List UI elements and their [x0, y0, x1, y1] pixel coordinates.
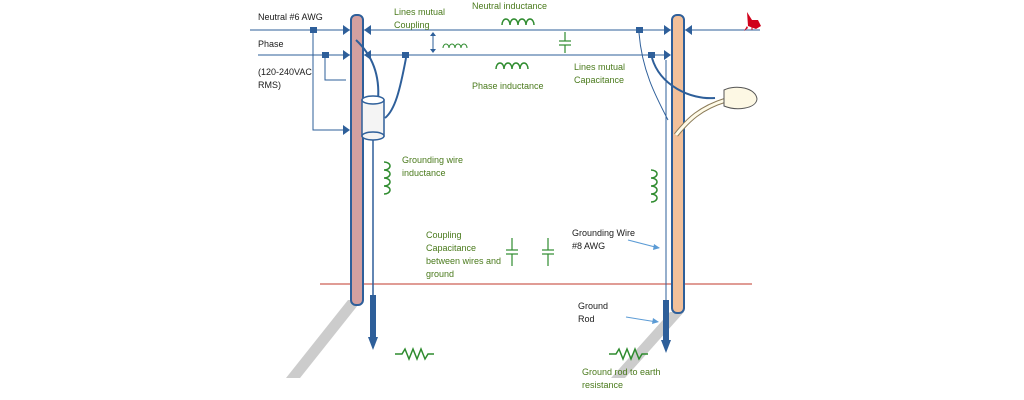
transformer-feed-wire [384, 57, 407, 119]
right-pole [671, 14, 685, 314]
left-ground-resistor [395, 346, 434, 362]
phase-wire-label: Phase [258, 39, 284, 49]
neutral-inductor [501, 18, 535, 26]
lines-mutual-capacitance-label: Lines mutual Capacitance [574, 62, 626, 85]
neutral-inductance-label: Neutral inductance [472, 1, 548, 11]
left-pole-shadow [286, 300, 362, 378]
right-ground-rod-tip [661, 340, 671, 353]
left-neutral-insulator [343, 25, 371, 35]
ground-rod-pointer [625, 316, 659, 324]
neutral-wire-label: Neutral #6 AWG [258, 12, 323, 22]
street-lamp-icon [674, 86, 758, 137]
right-ground-wire-inductor [650, 169, 658, 203]
left-ground-rod-tip [368, 337, 378, 350]
cardinal-bird-icon [744, 12, 761, 31]
phase-inductance-label: Phase inductance [472, 81, 544, 91]
phase-clamp-left [322, 52, 329, 58]
phase-down-lead [324, 58, 346, 81]
left-pole [350, 14, 364, 306]
lines-mutual-coupling-label: Lines mutual Coupling [394, 7, 446, 30]
ground-capacitor-2 [542, 238, 554, 266]
left-phase-insulator [343, 50, 371, 60]
coupling-capacitance-label: Coupling Capacitance between wires and g… [426, 230, 502, 279]
ground-rod-label: Ground Rod [578, 301, 609, 324]
transformer-icon [361, 95, 385, 141]
voltage-label: (120-240VAC RMS) [258, 67, 312, 90]
grounding-wire-inductance-label: Grounding wire inductance [402, 155, 464, 178]
phase-clamp-right [648, 52, 655, 58]
neutral-clamp-left [310, 27, 317, 33]
left-ground-rod [370, 295, 376, 337]
right-ground-resistor [609, 346, 648, 362]
right-neutral-insulator [664, 25, 692, 35]
ground-rod-resistance-label: Ground rod to earth resistance [582, 367, 661, 390]
phase-clamp-transformer [402, 52, 409, 58]
left-transformer-insulator [343, 125, 350, 135]
lamp-feed-wire-2 [651, 57, 716, 100]
neutral-down-lead [312, 33, 343, 131]
right-ground-rod [663, 300, 669, 340]
neutral-clamp-right [636, 27, 643, 33]
ground-capacitor-1 [506, 238, 518, 266]
mutual-capacitor [559, 32, 571, 53]
mutual-coupling-arrow [430, 32, 436, 53]
right-phase-insulator [664, 50, 671, 60]
phase-inductor [495, 62, 529, 70]
transformer-neutral-wire [355, 39, 380, 101]
coupling-inductor [442, 43, 468, 49]
grounding-wire-pointer [627, 239, 660, 250]
left-ground-wire-inductor [383, 161, 391, 195]
grounding-wire-label: Grounding Wire #8 AWG [572, 228, 636, 251]
lamp-feed-wire-1 [638, 32, 669, 121]
